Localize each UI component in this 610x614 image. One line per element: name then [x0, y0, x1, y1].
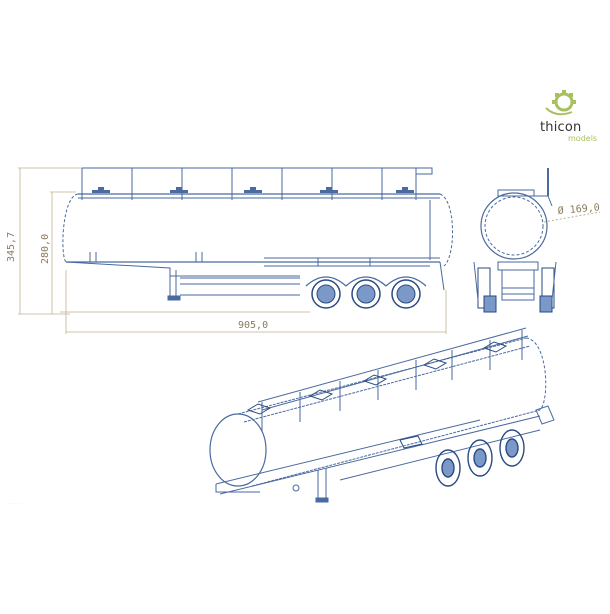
iso-hatches: [246, 341, 508, 415]
side-view: [18, 167, 453, 334]
iso-wheels: [435, 429, 525, 487]
rear-wheels: [477, 267, 555, 313]
dim-tank-diameter-text: Ø 169,0: [557, 201, 600, 217]
dimension-tank-height: [50, 191, 76, 314]
iso-handrail-posts: [261, 330, 523, 432]
brand-logo: thicon models: [528, 88, 608, 148]
watermark: ............: [6, 500, 22, 505]
rear-view: [473, 168, 601, 313]
dimension-overall-height: [18, 167, 82, 315]
dim-tank-height-text: 280,0: [40, 234, 51, 264]
brand-sub: models: [568, 134, 598, 143]
manhole-hatches: [92, 187, 414, 193]
handrail-posts: [131, 168, 417, 200]
isometric-view: [209, 327, 555, 503]
dim-overall-height-text: 345,7: [6, 232, 17, 262]
side-wheels: [311, 279, 421, 309]
dim-overall-length-text: 905,0: [238, 320, 268, 331]
brand-name: thicon: [540, 120, 582, 135]
dimension-overall-length: [60, 270, 447, 334]
gear-icon: [545, 90, 576, 116]
